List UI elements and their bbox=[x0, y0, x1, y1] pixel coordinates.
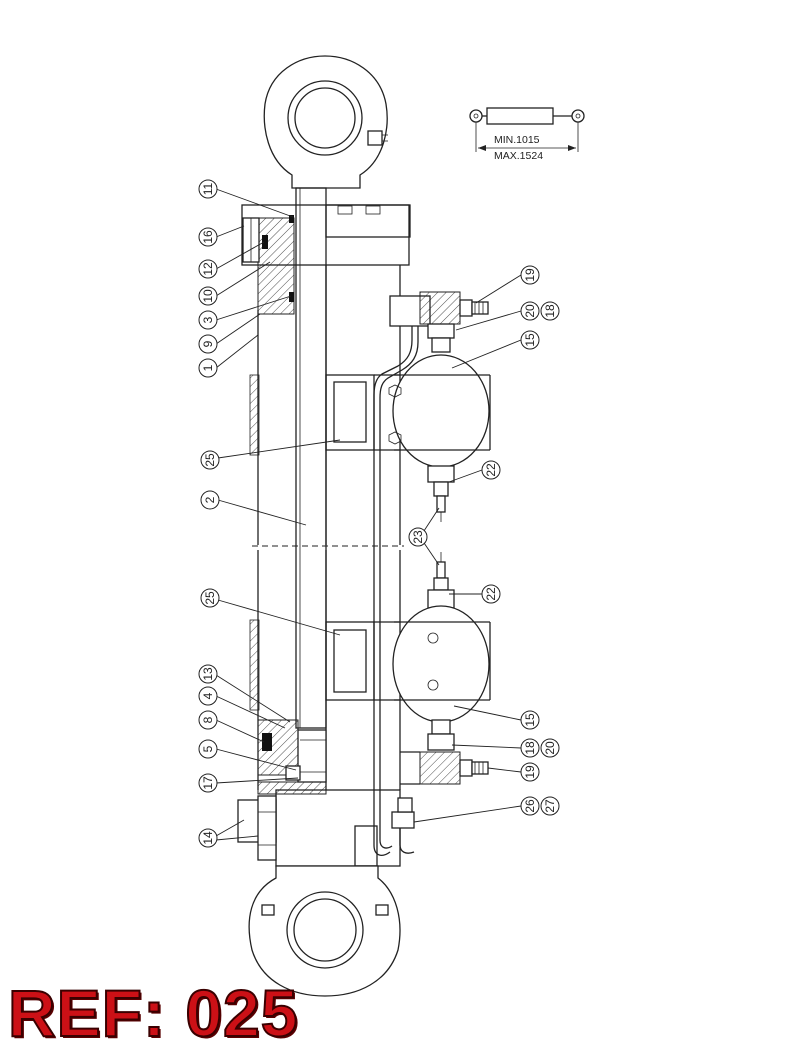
svg-text:14: 14 bbox=[201, 831, 215, 845]
balloon-3: 3 bbox=[198, 310, 218, 330]
svg-text:16: 16 bbox=[201, 230, 215, 244]
svg-text:22: 22 bbox=[484, 587, 498, 601]
svg-text:22: 22 bbox=[484, 463, 498, 477]
svg-text:1: 1 bbox=[201, 364, 215, 371]
valve-block-lower bbox=[400, 719, 489, 785]
cylinder-base bbox=[237, 789, 401, 867]
balloon-4: 4 bbox=[198, 686, 218, 706]
stroke-dimension-diagram: MIN.1015 MAX.1524 bbox=[469, 107, 585, 162]
svg-text:12: 12 bbox=[201, 262, 215, 276]
balloon-25-upper: 25 bbox=[200, 450, 220, 470]
balloon-8: 8 bbox=[198, 710, 218, 730]
svg-text:23: 23 bbox=[411, 530, 425, 544]
balloon-15-lower: 15 bbox=[520, 710, 540, 730]
svg-text:18: 18 bbox=[543, 304, 557, 318]
svg-text:20: 20 bbox=[543, 741, 557, 755]
balloon-15-upper: 15 bbox=[520, 330, 540, 350]
balloon-11: 11 bbox=[198, 179, 218, 199]
balloon-19-upper: 19 bbox=[520, 265, 540, 285]
balloon-20-lower: 20 bbox=[540, 738, 560, 758]
piston-assembly bbox=[257, 719, 327, 795]
balloon-22-lower: 22 bbox=[481, 584, 501, 604]
balloon-18-upper: 18 bbox=[540, 301, 560, 321]
accumulator-lower bbox=[392, 552, 491, 723]
balloon-16: 16 bbox=[198, 227, 218, 247]
svg-text:26: 26 bbox=[523, 799, 537, 813]
rod-eye-bottom bbox=[248, 865, 401, 997]
balloon-14: 14 bbox=[198, 828, 218, 848]
piston-rod bbox=[295, 187, 327, 729]
balloon-20-upper: 20 bbox=[520, 301, 540, 321]
svg-text:5: 5 bbox=[201, 745, 215, 752]
svg-text:25: 25 bbox=[203, 453, 217, 467]
svg-text:3: 3 bbox=[201, 316, 215, 323]
balloon-5: 5 bbox=[198, 739, 218, 759]
balloon-9: 9 bbox=[198, 334, 218, 354]
svg-text:2: 2 bbox=[203, 496, 217, 503]
balloon-18-lower: 18 bbox=[520, 738, 540, 758]
svg-text:19: 19 bbox=[523, 268, 537, 282]
svg-text:13: 13 bbox=[201, 667, 215, 681]
balloon-13: 13 bbox=[198, 664, 218, 684]
balloon-27: 27 bbox=[540, 796, 560, 816]
accumulator-upper bbox=[388, 354, 491, 522]
svg-text:11: 11 bbox=[201, 182, 215, 195]
dimension-max-label: MAX.1524 bbox=[494, 150, 543, 162]
balloon-23: 23 bbox=[408, 527, 428, 547]
reference-label: REF: 025 bbox=[7, 976, 299, 1050]
elbow-fitting bbox=[391, 797, 415, 854]
svg-text:15: 15 bbox=[523, 713, 537, 727]
svg-text:10: 10 bbox=[201, 289, 215, 303]
svg-text:17: 17 bbox=[201, 776, 215, 790]
balloon-26: 26 bbox=[520, 796, 540, 816]
dimension-min-label: MIN.1015 bbox=[494, 134, 540, 146]
cylinder-head bbox=[241, 204, 411, 315]
balloon-17: 17 bbox=[198, 773, 218, 793]
svg-text:19: 19 bbox=[523, 765, 537, 779]
svg-text:9: 9 bbox=[201, 340, 215, 347]
balloon-22-upper: 22 bbox=[481, 460, 501, 480]
svg-text:4: 4 bbox=[201, 692, 215, 699]
balloon-2: 2 bbox=[200, 490, 220, 510]
rod-eye-top bbox=[263, 55, 388, 189]
svg-text:27: 27 bbox=[543, 799, 557, 813]
balloon-12: 12 bbox=[198, 259, 218, 279]
valve-block-upper bbox=[419, 291, 489, 353]
svg-text:15: 15 bbox=[523, 333, 537, 347]
svg-text:8: 8 bbox=[201, 716, 215, 723]
svg-text:25: 25 bbox=[203, 591, 217, 605]
svg-text:20: 20 bbox=[523, 304, 537, 318]
balloon-19-lower: 19 bbox=[520, 762, 540, 782]
balloon-1: 1 bbox=[198, 358, 218, 378]
balloon-25-lower: 25 bbox=[200, 588, 220, 608]
svg-text:18: 18 bbox=[523, 741, 537, 755]
balloon-10: 10 bbox=[198, 286, 218, 306]
